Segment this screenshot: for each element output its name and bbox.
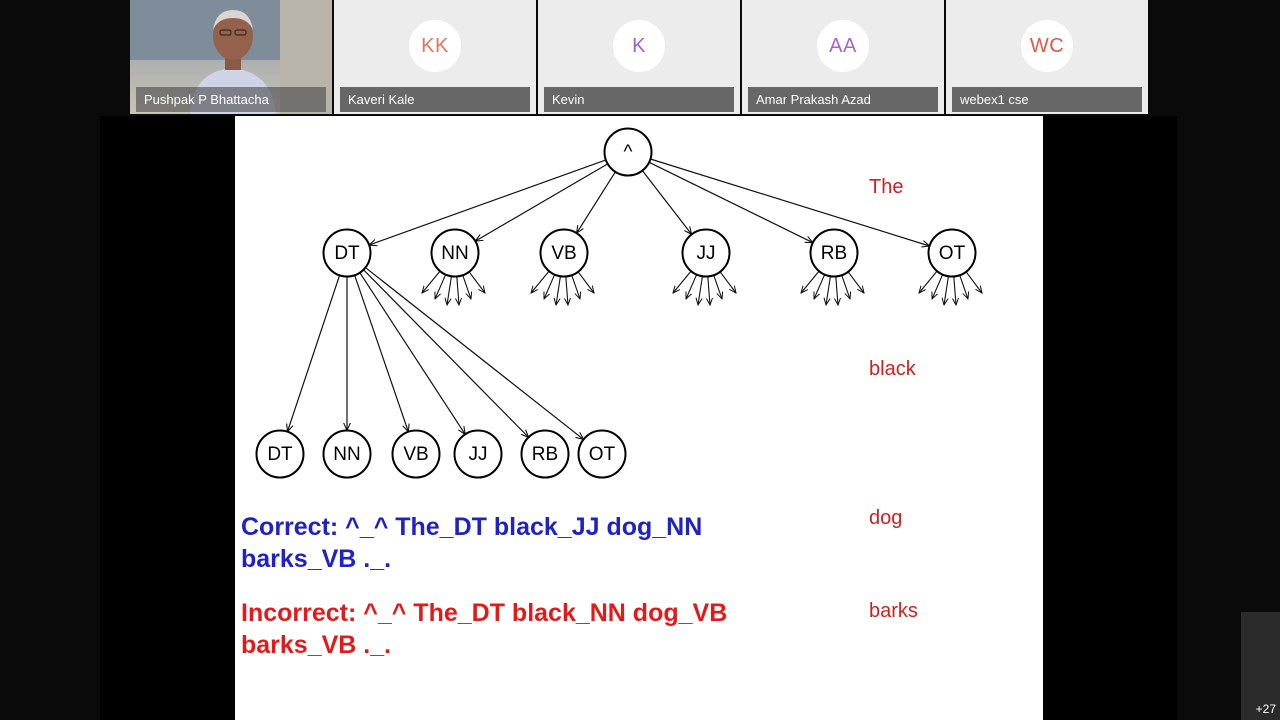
fanout-edge (566, 276, 568, 305)
fanout-edge (932, 274, 944, 299)
dt-to-level2-edge (359, 272, 465, 435)
root-to-level1-edge (475, 163, 609, 241)
fanout-edge (965, 271, 982, 293)
participant-tile[interactable]: K Kevin (538, 0, 740, 114)
correct-tagging-text: Correct: ^_^ The_DT black_JJ dog_NN bark… (241, 511, 702, 575)
fanout-edge (544, 274, 556, 299)
participant-tile[interactable]: Pushpak P Bhattacha (130, 0, 332, 114)
fanout-edge (447, 276, 452, 305)
participant-tile[interactable]: AA Amar Prakash Azad (742, 0, 944, 114)
level2-node-dt: DT (255, 429, 305, 479)
fanout-edge (531, 270, 550, 293)
participant-avatar: KK (409, 20, 461, 72)
sentence-word-dog: dog (869, 507, 903, 529)
fanout-edge (457, 276, 459, 305)
level1-node-ot: OT (927, 228, 977, 278)
dt-to-level2-edge (354, 275, 409, 432)
fanout-edge (847, 271, 864, 293)
level2-node-nn: NN (322, 429, 372, 479)
node-label: OT (589, 444, 616, 465)
fanout-edge (719, 271, 736, 293)
fanout-edge (673, 270, 692, 293)
level1-node-nn: NN (430, 228, 480, 278)
correct-tagging-line-1: Correct: ^_^ The_DT black_JJ dog_NN (241, 513, 703, 541)
fanout-edge (814, 274, 826, 299)
fanout-edge (954, 276, 956, 305)
root-node: ^ (603, 127, 653, 177)
fanout-edge (841, 275, 850, 299)
fanout-edge (468, 271, 485, 293)
root-to-level1-edge (650, 158, 929, 246)
root-node-label: ^ (624, 142, 633, 163)
incorrect-tagging-text: Incorrect: ^_^ The_DT black_NN dog_VB ba… (241, 597, 727, 661)
correct-tagging-line-2: barks_VB ._. (241, 545, 392, 573)
level2-node-rb: RB (520, 429, 570, 479)
participant-name: Pushpak P Bhattacha (136, 87, 326, 112)
node-label: NN (333, 444, 360, 465)
fanout-edge (571, 275, 580, 299)
level1-node-dt: DT (322, 228, 372, 278)
root-to-level1-edge (648, 161, 813, 242)
fanout-edge (462, 275, 471, 299)
dt-to-level2-edge (365, 267, 583, 440)
root-to-level1-edge (369, 159, 607, 245)
level2-node-vb: VB (391, 429, 441, 479)
node-label: RB (532, 444, 558, 465)
incorrect-tagging-line-1: Incorrect: ^_^ The_DT black_NN dog_VB (241, 599, 728, 627)
more-participants-count: +27 (1255, 702, 1276, 716)
node-label: VB (403, 444, 428, 465)
participant-avatar: K (613, 20, 665, 72)
fanout-edge (686, 274, 698, 299)
node-label: JJ (469, 444, 488, 465)
sentence-word-the: The (869, 176, 904, 198)
node-label: RB (821, 243, 847, 264)
fanout-edge (801, 270, 820, 293)
participant-name: Kevin (544, 87, 734, 112)
fanout-edge (708, 276, 710, 305)
fanout-edge (944, 276, 949, 305)
participant-strip: Pushpak P Bhattacha KK Kaveri Kale K Kev… (0, 0, 1280, 116)
fanout-edge (826, 276, 831, 305)
participant-tile[interactable]: WC webex1 cse (946, 0, 1148, 114)
participant-name: webex1 cse (952, 87, 1142, 112)
node-label: OT (939, 243, 966, 264)
sentence-word-barks: barks (869, 600, 918, 622)
root-to-level1-edge (641, 170, 691, 235)
participant-tile[interactable]: KK Kaveri Kale (334, 0, 536, 114)
fanout-edge (836, 276, 838, 305)
dt-to-level2-edge (287, 275, 341, 431)
fanout-edge (435, 274, 447, 299)
fanout-edge (556, 276, 561, 305)
pos-tag-tree-diagram: ^ DT NN VB JJ RB OT DT (255, 127, 1043, 479)
node-label: DT (334, 243, 360, 264)
node-label: VB (551, 243, 576, 264)
fanout-edge (422, 270, 441, 293)
level1-node-vb: VB (539, 228, 589, 278)
participant-avatar: AA (817, 20, 869, 72)
level1-node-rb: RB (809, 228, 859, 278)
level2-node-jj: JJ (453, 429, 503, 479)
level1-node-jj: JJ (681, 228, 731, 278)
node-label: DT (267, 444, 293, 465)
participant-avatar: WC (1021, 20, 1073, 72)
presentation-slide: ^ DT NN VB JJ RB OT DT (235, 116, 1043, 720)
participant-name: Amar Prakash Azad (748, 87, 938, 112)
incorrect-tagging-line-2: barks_VB ._. (241, 631, 392, 659)
level2-node-ot: OT (577, 429, 627, 479)
node-label: NN (441, 243, 468, 264)
fanout-edge (698, 276, 703, 305)
dt-to-level2-edge (363, 269, 528, 438)
fanout-edge (577, 271, 594, 293)
root-to-level1-edge (577, 171, 616, 233)
fanout-edge (959, 275, 968, 299)
sentence-word-black: black (869, 358, 916, 380)
more-participants-button[interactable]: +27 (1241, 612, 1280, 720)
participant-name: Kaveri Kale (340, 87, 530, 112)
fanout-edge (919, 270, 938, 293)
fanout-edge (713, 275, 722, 299)
node-label: JJ (697, 243, 716, 264)
